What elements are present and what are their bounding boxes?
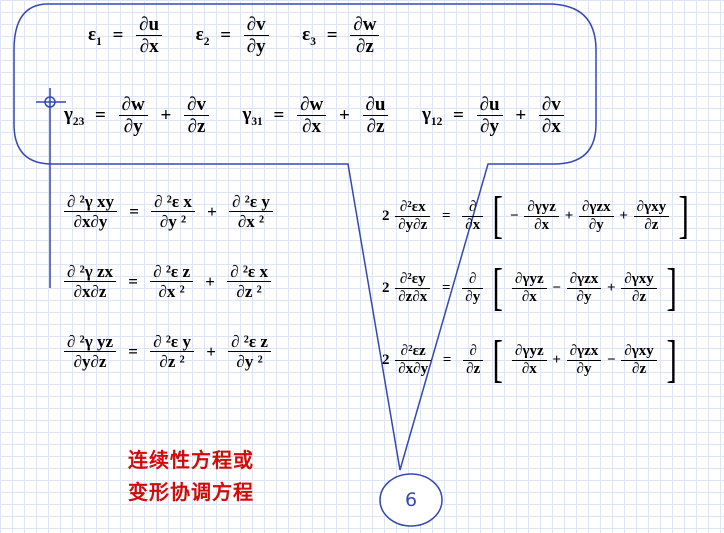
compat-eq-ex: 2 ∂²εx∂y∂z = ∂∂x [ − ∂γyz∂x + ∂γzx∂y + ∂… (382, 187, 689, 244)
callout-outline (13, 3, 597, 471)
page-number: 6 (404, 489, 418, 511)
compat-eq-ey: 2 ∂²εy∂z∂x = ∂∂y [ ∂γyz∂x − ∂γzx∂y + ∂γx… (382, 259, 677, 316)
note-line-2: 变形协调方程 (128, 480, 254, 504)
compat-eq-ez: 2 ∂²εz∂x∂y = ∂∂z [ ∂γyz∂x + ∂γzx∂y − ∂γx… (382, 331, 677, 388)
shear-strain-equations: γ23 = ∂w∂y + ∂v∂z γ31 = ∂w∂x + ∂u∂z γ12 … (64, 94, 566, 138)
crosshair-dot (44, 96, 56, 108)
compat-eq-yz: ∂ ²γ yz∂y∂z = ∂ ²ε y∂z ² + ∂ ²ε z∂y ² (62, 332, 273, 371)
note-line-1: 连续性方程或 (128, 448, 254, 472)
page-number-circle (379, 473, 443, 527)
compat-eq-xy: ∂ ²γ xy∂x∂y = ∂ ²ε x∂y ² + ∂ ²ε y∂x ² (62, 192, 275, 231)
normal-strain-equations: ε1 = ∂u∂x ε2 = ∂v∂y ε3 = ∂w∂z (88, 14, 381, 58)
compat-eq-zx: ∂ ²γ zx∂x∂z = ∂ ²ε z∂x ² + ∂ ²ε x∂z ² (62, 262, 273, 301)
